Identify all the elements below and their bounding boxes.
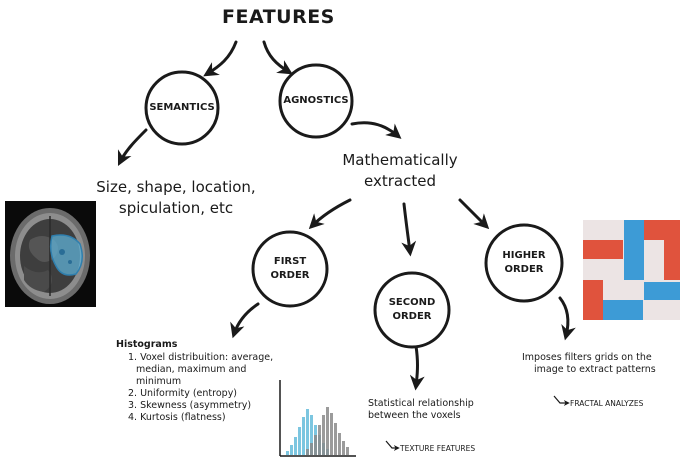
arrow-features-agnostics xyxy=(262,40,293,75)
arrow-second-order-desc xyxy=(409,344,425,391)
arrow-higher-order-desc xyxy=(558,296,576,341)
second-order-desc-line-1: Statistical relationship xyxy=(368,398,474,409)
arrow-agnostics-desc xyxy=(350,121,402,139)
list-item: 3. Skewness (asymmetry) xyxy=(128,400,252,411)
diagram-title: FEATURES xyxy=(222,6,335,28)
list-item: median, maximum and xyxy=(136,364,247,375)
histogram-bar xyxy=(306,449,309,455)
node-agnostics xyxy=(278,63,354,139)
histogram-bar xyxy=(342,441,345,455)
texture-features-note: TEXTURE FEATURES xyxy=(400,444,476,453)
histogram-bar xyxy=(310,443,313,455)
histogram-bar xyxy=(314,435,317,455)
arrow-fractal-note xyxy=(553,395,570,406)
node-higher-order-label-1: HIGHER xyxy=(502,250,546,261)
second-order-desc-line-2: between the voxels xyxy=(368,410,461,421)
histogram-bar xyxy=(346,447,349,455)
node-first-order xyxy=(251,230,329,308)
list-item: minimum xyxy=(136,376,182,387)
node-second-order xyxy=(373,271,451,349)
node-first-order-label-1: FIRST xyxy=(273,256,307,267)
list-item: 2. Uniformity (entropy) xyxy=(128,388,238,399)
histogram-bar xyxy=(310,415,313,455)
list-item: 1. Voxel distribuition: average, xyxy=(128,352,274,363)
higher-order-desc-line-1: Imposes filters grids on the xyxy=(522,352,652,363)
higher-order-desc-line-2: image to extract patterns xyxy=(534,364,656,375)
histogram-bar xyxy=(326,407,329,455)
semantics-desc-line-2: spiculation, etc xyxy=(118,199,234,217)
pixel-grid-icon xyxy=(583,220,680,320)
fractal-analyzes-note: FRACTAL ANALYZES xyxy=(570,399,644,408)
agnostics-desc-line-2: extracted xyxy=(364,172,436,190)
histogram-bar xyxy=(302,417,305,455)
node-semantics xyxy=(144,70,220,146)
arrow-features-semantics xyxy=(203,40,238,77)
histogram-bar xyxy=(330,413,333,455)
first-order-list: 1. Voxel distribuition: average, median,… xyxy=(128,352,273,424)
arrow-texture-note xyxy=(385,440,400,451)
semantics-desc-line-1: Size, shape, location, xyxy=(96,178,256,196)
node-agnostics-label: AGNOSTICS xyxy=(283,95,349,106)
node-second-order-label-1: SECOND xyxy=(388,297,436,308)
arrow-to-higher-order xyxy=(458,198,490,230)
histogram-bar xyxy=(306,409,309,455)
arrow-semantics-desc xyxy=(117,128,148,167)
list-item: 4. Kurtosis (flatness) xyxy=(128,412,226,423)
histogram-bar xyxy=(286,451,289,455)
node-higher-order-label-2: ORDER xyxy=(504,264,544,275)
histogram-bar xyxy=(334,423,337,455)
arrow-first-order-desc xyxy=(230,302,260,339)
histogram-bar xyxy=(290,445,293,455)
node-second-order-label-2: ORDER xyxy=(392,311,432,322)
histogram-bar xyxy=(322,415,325,455)
histogram-bar xyxy=(338,433,341,455)
histogram-icon xyxy=(279,380,356,457)
node-semantics-label: SEMANTICS xyxy=(149,102,215,113)
node-first-order-label-2: ORDER xyxy=(270,270,310,281)
node-higher-order xyxy=(484,223,564,303)
histogram-bar xyxy=(294,437,297,455)
first-order-heading: Histograms xyxy=(116,339,178,350)
histogram-bar xyxy=(298,427,301,455)
arrow-to-first-order xyxy=(308,198,352,230)
histogram-bar xyxy=(318,425,321,455)
brain-mri-image xyxy=(5,201,96,307)
arrow-to-second-order xyxy=(401,202,417,257)
agnostics-desc-line-1: Mathematically xyxy=(342,151,458,169)
